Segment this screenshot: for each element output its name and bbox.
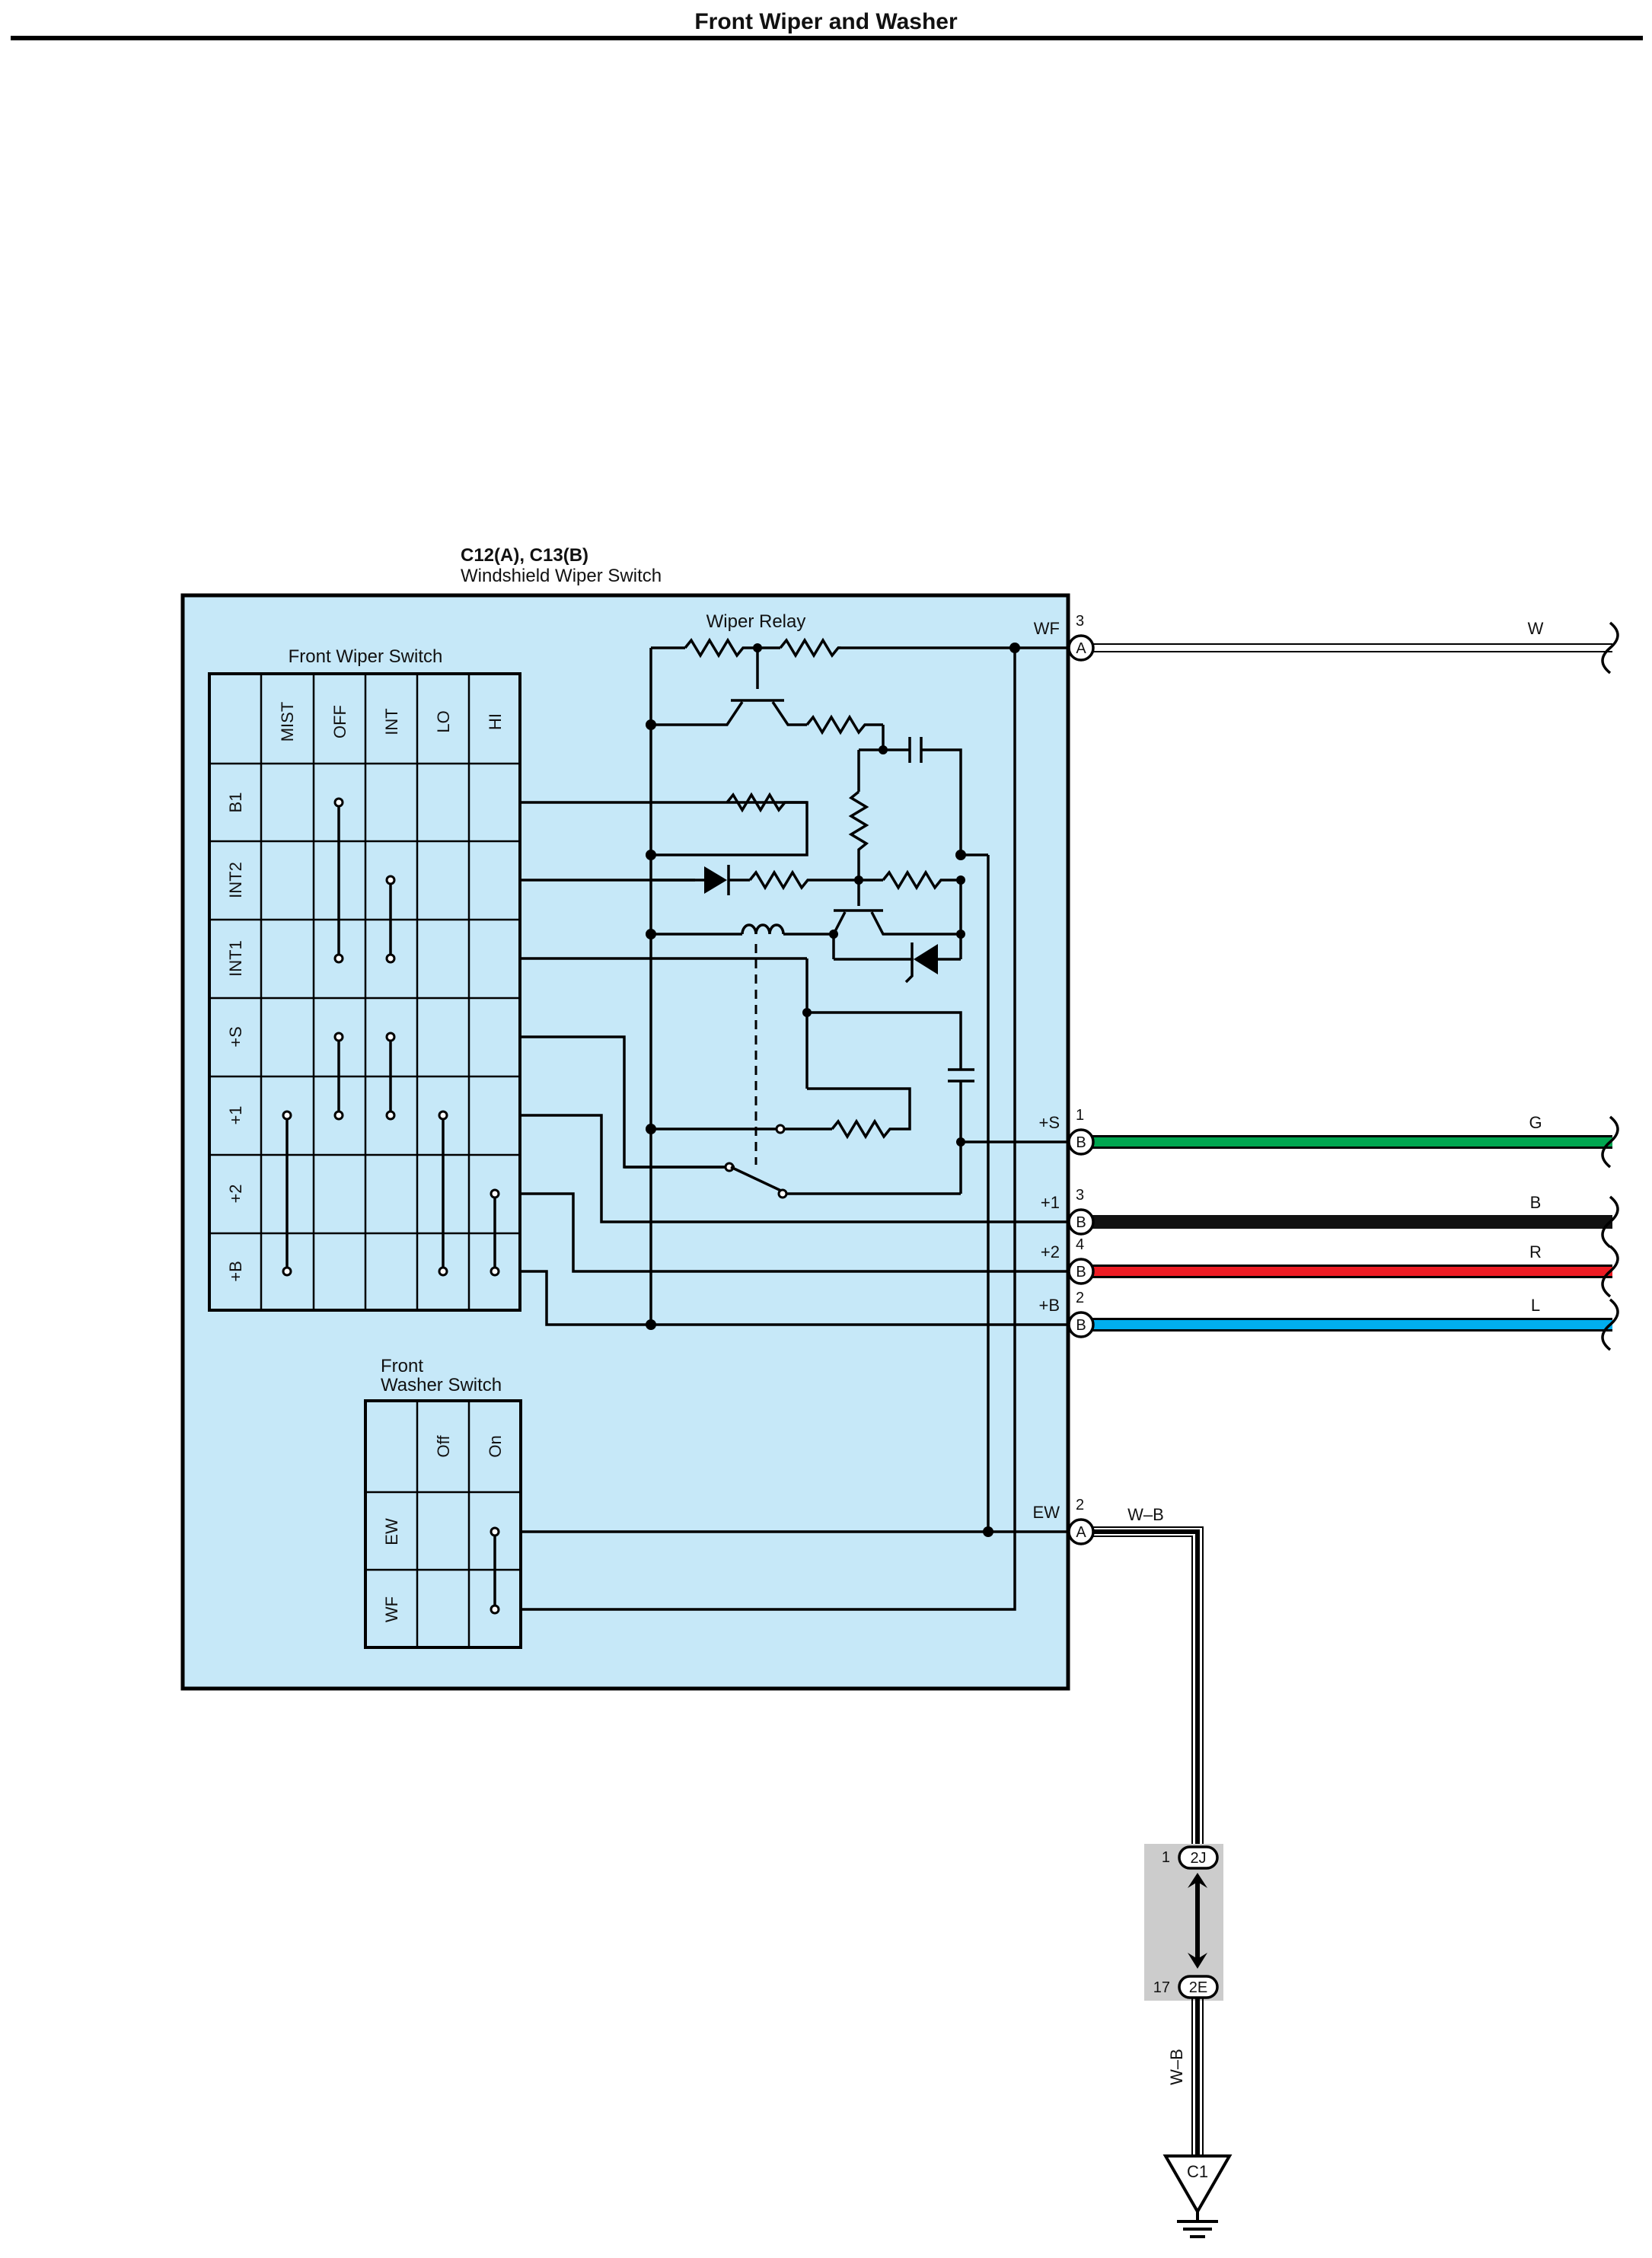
pin-name-plus-b: +B — [1038, 1296, 1060, 1315]
junction-lower-pin: 17 — [1153, 1979, 1170, 1996]
junction-upper-connector: 2J — [1190, 1850, 1206, 1867]
component-name: Windshield Wiper Switch — [461, 566, 662, 586]
wire-color-w-b: W–B — [1127, 1505, 1164, 1524]
ground-wire: W–B — [1167, 1998, 1204, 2156]
terminal-plus-s: +S — [226, 1026, 245, 1048]
terminal-int1: INT1 — [226, 940, 245, 977]
pin-connector-plus-2: B — [1076, 1264, 1086, 1280]
pin-connector-plus-s: B — [1076, 1134, 1086, 1151]
junction-lower-connector: 2E — [1189, 1979, 1207, 1996]
pin-connector-ew: A — [1076, 1524, 1086, 1541]
terminal-int2: INT2 — [226, 862, 245, 898]
front-washer-switch: Front Washer Switch Off On EW WF — [364, 1356, 522, 1649]
washer-terminal-wf: WF — [382, 1596, 401, 1622]
junction-connector: 1 2J 17 2E — [1144, 1844, 1223, 2001]
junction-upper-pin: 1 — [1162, 1849, 1170, 1866]
junction-box — [1144, 1844, 1223, 2001]
washer-switch-title-line1: Front — [381, 1356, 423, 1376]
terminal-plus-2: +2 — [226, 1184, 245, 1203]
wire-color-l: L — [1531, 1296, 1540, 1315]
position-off: OFF — [330, 705, 349, 738]
page-title: Front Wiper and Washer — [694, 9, 958, 34]
switch-contacts — [282, 797, 500, 1277]
wire-color-w: W — [1528, 619, 1544, 638]
pin-wf: WF 3 A W — [1034, 613, 1619, 675]
pin-name-wf: WF — [1034, 619, 1060, 638]
pin-name-plus-s: +S — [1038, 1113, 1060, 1132]
ground-point-label: C1 — [1187, 2162, 1208, 2181]
position-int: INT — [382, 708, 401, 735]
pin-number-plus-1: 3 — [1076, 1187, 1084, 1204]
washer-position-on: On — [486, 1435, 505, 1457]
pin-number-plus-b: 2 — [1076, 1290, 1084, 1306]
pin-number-ew: 2 — [1076, 1497, 1084, 1513]
pin-name-plus-1: +1 — [1041, 1193, 1060, 1212]
pin-connector-plus-b: B — [1076, 1317, 1086, 1334]
front-wiper-switch-title: Front Wiper Switch — [289, 646, 443, 667]
pin-plus-s: +S 1 B G — [1038, 1107, 1619, 1169]
wire-color-r: R — [1529, 1242, 1542, 1261]
pin-number-plus-s: 1 — [1076, 1107, 1084, 1124]
ground-wire-color: W–B — [1167, 2049, 1186, 2085]
position-hi: HI — [486, 713, 505, 730]
terminal-plus-b: +B — [226, 1261, 245, 1282]
pin-name-plus-2: +2 — [1041, 1242, 1060, 1261]
terminal-b1: B1 — [226, 793, 245, 813]
wiper-relay-label: Wiper Relay — [706, 611, 806, 632]
washer-position-off: Off — [434, 1435, 453, 1458]
wire-color-b: B — [1530, 1193, 1542, 1212]
washer-switch-title-line2: Washer Switch — [381, 1375, 502, 1395]
pin-name-ew: EW — [1033, 1503, 1060, 1522]
zener-diode — [914, 944, 938, 974]
pin-plus-2: +2 4 B R — [1041, 1236, 1619, 1298]
pin-plus-1: +1 3 B B — [1041, 1187, 1619, 1249]
connector-designation: C12(A), C13(B) — [461, 545, 588, 566]
front-wiper-switch: Front Wiper Switch MIST OFF INT LO HI B1… — [208, 646, 521, 1312]
pin-ew: EW 2 W–B A — [1033, 1497, 1204, 1850]
wire-color-g: G — [1529, 1113, 1542, 1132]
washer-terminal-ew: EW — [382, 1518, 401, 1545]
pin-number-wf: 3 — [1076, 613, 1084, 630]
internal-wiring — [520, 637, 1068, 1611]
pin-connector-wf: A — [1076, 640, 1086, 657]
pin-number-plus-2: 4 — [1076, 1236, 1084, 1253]
pin-plus-b: +B 2 B L — [1038, 1290, 1619, 1351]
position-mist: MIST — [278, 702, 297, 742]
position-lo: LO — [434, 710, 453, 732]
terminal-plus-1: +1 — [226, 1105, 245, 1124]
pin-connector-plus-1: B — [1076, 1214, 1086, 1231]
diode-1 — [704, 866, 727, 894]
ground-point: C1 — [1162, 2154, 1233, 2238]
